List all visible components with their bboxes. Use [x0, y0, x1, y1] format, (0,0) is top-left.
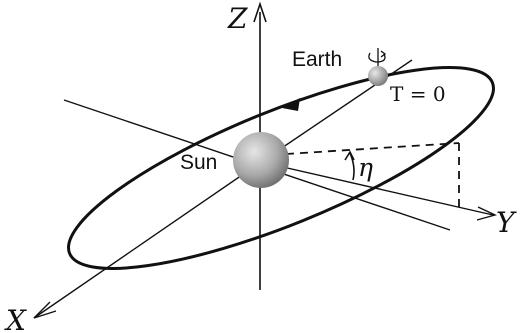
earth-orbit	[67, 66, 495, 270]
y-axis-line	[260, 161, 494, 216]
z-axis-label: Z	[227, 2, 248, 35]
time-marker-text: T = 0	[390, 82, 446, 106]
y-axis-label: Y	[496, 206, 517, 239]
orbit-direction-arrow	[282, 98, 300, 111]
eta-angle-arrowhead	[344, 150, 355, 161]
y-axis-arrowhead	[476, 206, 498, 221]
z-axis-arrowhead	[253, 1, 267, 23]
sun-label: Sun	[180, 151, 217, 174]
eta-angle-label: η	[358, 153, 373, 182]
projection-line-horizontal	[285, 142, 460, 155]
x-axis-arrowhead	[33, 301, 57, 319]
earth-spin-arrow-icon	[368, 52, 386, 63]
x-axis-label: X	[4, 304, 27, 333]
sun-sphere	[233, 132, 289, 188]
time-marker-label: T = 0	[390, 82, 446, 106]
earth-label: Earth	[292, 48, 342, 71]
earth-sphere	[368, 66, 388, 86]
x-axis-line	[33, 161, 262, 319]
earth-spin-arrowhead	[380, 50, 387, 58]
